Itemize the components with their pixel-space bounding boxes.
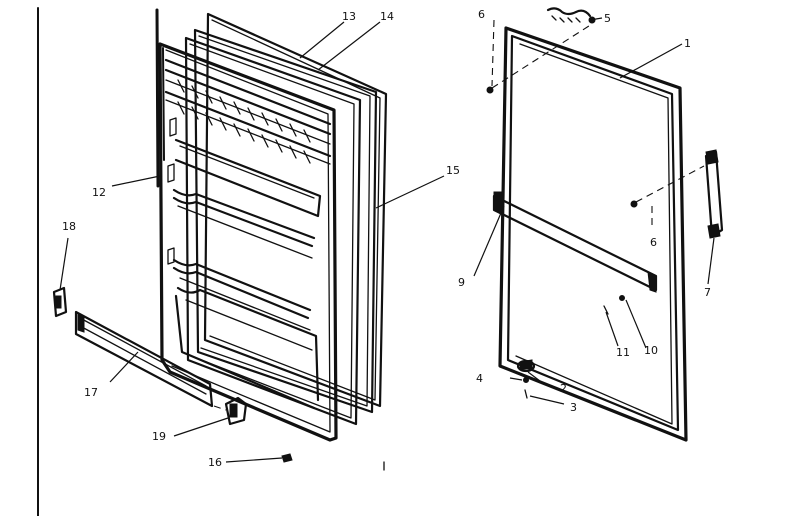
screw-10 [619,295,625,301]
screw-3 [524,389,528,399]
door-liner-edge-strip [155,8,165,188]
handle-bar [492,191,658,293]
rail-clip [224,396,248,426]
callout-12: 12 [92,186,106,199]
callout-labels: 1 2 3 4 5 6 6 7 9 10 11 12 13 14 15 16 1… [62,8,711,469]
door-handle [704,149,724,239]
shelf-rail [74,310,214,408]
callout-6-lower: 6 [650,236,657,249]
door-outer-panel [203,12,388,408]
callout-11: 11 [616,346,630,359]
pin-6-lower [630,200,638,208]
callout-2: 2 [560,382,567,395]
cam-2 [516,359,536,373]
washer-4 [523,377,529,383]
leader-lines [59,17,715,463]
callout-3: 3 [570,401,577,414]
door-gasket-inner [184,36,362,426]
callout-5: 5 [604,12,611,25]
callout-10: 10 [644,344,658,357]
callout-14: 14 [380,10,394,23]
callout-6-upper: 6 [478,8,485,21]
callout-19: 19 [152,430,166,443]
callout-15: 15 [446,164,460,177]
screw-16 [281,453,293,463]
door-liner [158,42,338,442]
callout-7: 7 [704,286,711,299]
pin-6-upper [486,86,494,94]
outer-door-frame [498,26,688,442]
screw-11 [603,305,609,315]
callout-16: 16 [208,456,222,469]
hinge-bracket-left [52,286,68,318]
alignment-lines [213,19,705,411]
door-gasket [193,28,378,414]
callout-18: 18 [62,220,76,233]
callout-13: 13 [342,10,356,23]
callout-17: 17 [84,386,98,399]
callout-9: 9 [458,276,465,289]
wire-harness [546,7,596,24]
callout-1: 1 [684,37,691,50]
callout-4: 4 [476,372,483,385]
